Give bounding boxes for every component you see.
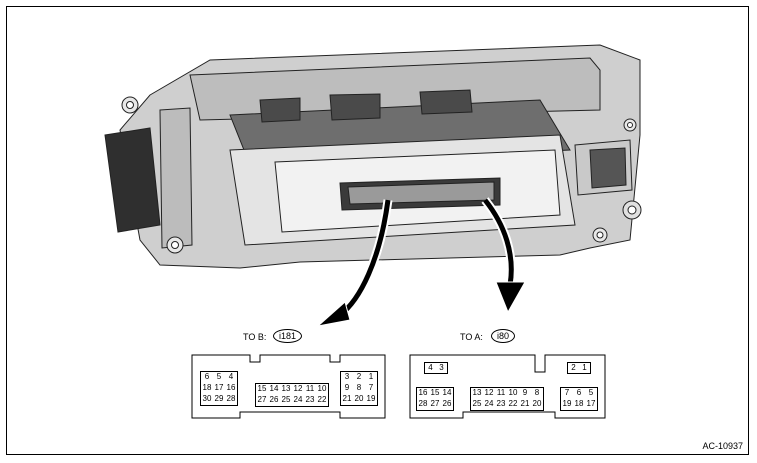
pin-number: 4	[228, 372, 234, 381]
pin-number: 30	[202, 394, 212, 403]
connector-b-outline	[191, 354, 386, 419]
pin-number: 25	[472, 399, 482, 408]
pin-number: 6	[204, 372, 210, 381]
pin-number: 26	[269, 395, 279, 404]
pin-number: 26	[442, 399, 452, 408]
pin-number: 8	[534, 388, 540, 397]
pin-number: 7	[368, 383, 374, 392]
pin-number: 9	[522, 388, 528, 397]
pin-number: 15	[257, 384, 267, 393]
connector-a-label: TO A:	[460, 332, 483, 342]
pin-number: 22	[317, 395, 327, 404]
figure-id: AC-10937	[702, 441, 743, 451]
pin-number: 28	[226, 394, 236, 403]
pin-number: 10	[508, 388, 518, 397]
pin-number: 24	[293, 395, 303, 404]
pin-number: 2	[571, 363, 576, 372]
pin-block-border	[200, 371, 238, 406]
pin-number: 13	[472, 388, 482, 397]
pin-number: 18	[202, 383, 212, 392]
pin-number: 4	[428, 363, 433, 372]
pin-number: 20	[354, 394, 364, 403]
pin-number: 29	[214, 394, 224, 403]
pin-number: 12	[484, 388, 494, 397]
pin-number: 10	[317, 384, 327, 393]
pin-block-border	[416, 387, 454, 411]
pin-number: 3	[439, 363, 444, 372]
pin-number: 7	[564, 388, 570, 397]
pin-block-border	[255, 383, 329, 407]
connector-a-tag: i80	[491, 329, 516, 343]
pin-number: 23	[496, 399, 506, 408]
pin-number: 23	[305, 395, 315, 404]
pin-number: 21	[342, 394, 352, 403]
arrow-to-connector-a	[481, 197, 526, 314]
pin-number: 1	[368, 372, 374, 381]
pin-number: 15	[430, 388, 440, 397]
pin-number: 16	[226, 383, 236, 392]
arrow-to-connector-b	[316, 199, 393, 327]
pin-number: 18	[574, 399, 584, 408]
pin-block-border	[560, 387, 598, 411]
pin-number: 13	[281, 384, 291, 393]
connector-b-tag: i181	[273, 329, 303, 343]
pin-number: 22	[508, 399, 518, 408]
pin-number: 11	[496, 388, 506, 397]
pin-number: 21	[520, 399, 530, 408]
figure-frame	[6, 6, 749, 455]
pin-number: 9	[344, 383, 350, 392]
pin-block-border	[424, 362, 448, 374]
pin-number: 11	[305, 384, 315, 393]
pin-number: 24	[484, 399, 494, 408]
pin-number: 5	[216, 372, 222, 381]
pin-number: 3	[344, 372, 350, 381]
pin-number: 17	[214, 383, 224, 392]
connector-b-label: TO B:	[243, 332, 267, 342]
pin-number: 19	[562, 399, 572, 408]
module-housing	[104, 44, 642, 269]
pin-number: 14	[442, 388, 452, 397]
pin-number: 5	[588, 388, 594, 397]
pin-number: 25	[281, 395, 291, 404]
pin-number: 6	[576, 388, 582, 397]
pin-number: 28	[418, 399, 428, 408]
pin-number: 8	[356, 383, 362, 392]
pin-number: 1	[582, 363, 587, 372]
pin-number: 2	[356, 372, 362, 381]
pin-number: 27	[430, 399, 440, 408]
pin-block-border	[470, 387, 544, 411]
connector-a-outline	[409, 354, 606, 419]
pin-number: 16	[418, 388, 428, 397]
pin-number: 20	[532, 399, 542, 408]
pin-number: 27	[257, 395, 267, 404]
pin-number: 17	[586, 399, 596, 408]
pin-block-border	[340, 371, 378, 406]
pin-number: 14	[269, 384, 279, 393]
pin-number: 12	[293, 384, 303, 393]
pin-number: 19	[366, 394, 376, 403]
pin-block-border	[567, 362, 591, 374]
